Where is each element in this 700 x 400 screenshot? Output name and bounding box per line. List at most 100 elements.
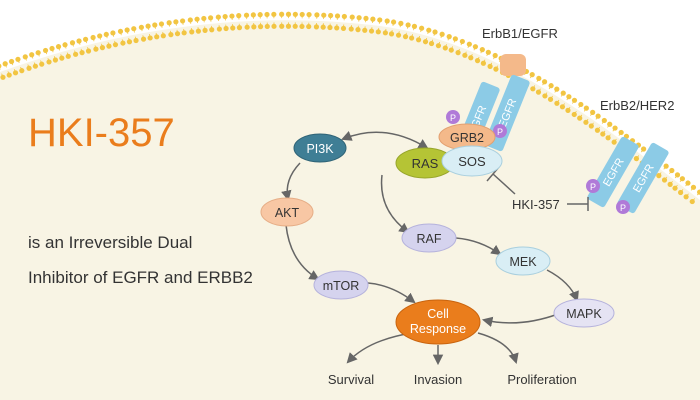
membrane-head (257, 24, 264, 30)
membrane-head (685, 180, 691, 186)
membrane-head (230, 25, 236, 31)
membrane-head (356, 15, 362, 21)
membrane-head (62, 42, 68, 48)
node-mtor-label: mTOR (323, 279, 360, 293)
membrane-head (285, 11, 292, 17)
her2-chain-2 (617, 142, 669, 214)
membrane-head (79, 50, 85, 56)
membrane-head (583, 119, 589, 125)
arrow-mapk-response (481, 313, 559, 327)
membrane-head (189, 29, 195, 35)
membrane-head (377, 17, 383, 23)
membrane-head (194, 16, 200, 22)
outcome-invasion: Invasion (414, 372, 462, 387)
membrane-head (422, 39, 429, 45)
membrane-head (26, 65, 32, 71)
membrane-head (368, 28, 375, 34)
membrane-head (590, 109, 596, 115)
membrane-head (466, 41, 472, 47)
membrane-head (117, 28, 124, 34)
membrane-head (398, 20, 404, 26)
outcome-proliferation: Proliferation (507, 372, 576, 387)
membrane-head (147, 35, 153, 41)
membrane-head (697, 189, 700, 195)
membrane-head (145, 23, 151, 29)
inhibition-line (492, 173, 516, 195)
membrane-head (0, 74, 6, 80)
membrane-head (459, 38, 465, 45)
node-ras-label: RAS (412, 156, 439, 171)
membrane-head (541, 79, 548, 85)
membrane-head (168, 32, 174, 38)
membrane-head (69, 40, 76, 46)
node-mek: MEK (495, 246, 551, 276)
membrane-head (2, 61, 8, 67)
membrane-head (472, 44, 479, 50)
phospho-site (493, 124, 507, 138)
membrane-head (229, 13, 235, 19)
arrow-pi3k-ras (341, 130, 429, 150)
membrane-head (547, 96, 554, 102)
membrane-head (395, 32, 402, 38)
membrane-head (279, 23, 285, 29)
membrane-head (689, 198, 695, 205)
membrane-head (73, 51, 79, 57)
membrane-head (340, 25, 347, 32)
membrane-head (661, 177, 668, 183)
membrane-head (15, 56, 21, 62)
membrane-head (405, 22, 411, 28)
membrane-head (605, 135, 611, 141)
phospho-site-label: P (450, 113, 456, 123)
membrane-head (583, 105, 589, 111)
membrane-head (683, 194, 689, 200)
membrane-head (110, 30, 116, 36)
membrane-head (243, 12, 250, 18)
membrane-head (195, 28, 202, 34)
membrane-head (618, 129, 624, 136)
membrane-head (571, 97, 578, 103)
membrane-head (271, 23, 277, 29)
membrane-head (97, 33, 103, 39)
membrane-head (154, 34, 160, 40)
node-raf: RAF (401, 223, 457, 253)
membrane-head (435, 43, 442, 49)
membrane-head (535, 89, 542, 95)
membrane-head (39, 61, 45, 67)
membrane-head (612, 125, 618, 131)
node-mtor: mTOR (313, 270, 369, 300)
membrane-head (493, 66, 499, 72)
cell-response-label-line2: Response (410, 322, 466, 336)
membrane-head (103, 31, 109, 38)
membrane-head (216, 26, 222, 32)
membrane-head (588, 123, 594, 129)
phospho-site (616, 200, 630, 214)
membrane-head (158, 21, 165, 27)
membrane-head (299, 11, 305, 18)
phospho-site (586, 179, 600, 193)
membrane-head (600, 131, 606, 137)
node-mapk: MAPK (553, 298, 615, 328)
membrane-head (487, 63, 493, 69)
membrane-head (362, 27, 368, 33)
membrane-head (607, 121, 613, 127)
membrane-head (22, 54, 28, 60)
phospho-site (446, 110, 460, 124)
membrane-head (663, 163, 669, 169)
cell-interior (0, 20, 700, 400)
membrane-head (565, 107, 571, 113)
membrane-head (348, 26, 354, 32)
membrane-head (250, 12, 256, 18)
membrane-head (306, 11, 312, 18)
membrane-head (363, 15, 369, 21)
membrane-head (355, 27, 361, 33)
node-mapk-label: MAPK (566, 307, 602, 321)
membrane-head (264, 23, 270, 30)
node-akt: AKT (260, 197, 314, 227)
membrane-head (571, 111, 577, 118)
node-pi3k: PI3K (293, 133, 347, 163)
membrane-head (55, 44, 62, 50)
membrane-head (93, 46, 99, 52)
membrane-head (320, 24, 326, 30)
membrane-head (12, 70, 19, 76)
membrane-head (530, 86, 536, 92)
